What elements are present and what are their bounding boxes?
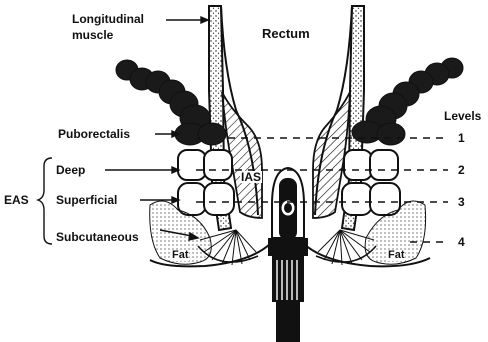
eas-left	[178, 150, 234, 215]
level-number-2: 2	[458, 164, 465, 176]
eas-right	[342, 150, 400, 215]
eas-label: EAS	[4, 194, 29, 206]
level-number-4: 4	[458, 236, 465, 248]
eas-deep-label: Deep	[56, 164, 85, 176]
eas-superficial-label: Superficial	[56, 194, 117, 206]
fat-left-label: Fat	[172, 250, 189, 261]
level-number-1: 1	[458, 132, 465, 144]
longitudinal-muscle-label-line1: Longitudinal	[72, 13, 144, 25]
puborectalis-right	[352, 58, 463, 145]
fat-right-label: Fat	[388, 250, 405, 261]
ias-label: IAS	[240, 171, 262, 183]
levels-heading: Levels	[444, 110, 481, 122]
rectum-label: Rectum	[262, 27, 310, 40]
level-number-3: 3	[458, 196, 465, 208]
eas-brace	[38, 158, 52, 244]
longitudinal-muscle-label-line2: muscle	[72, 29, 113, 41]
eas-subcutaneous-label: Subcutaneous	[56, 231, 139, 243]
puborectalis-label: Puborectalis	[58, 128, 130, 140]
ultrasound-probe	[268, 168, 308, 342]
